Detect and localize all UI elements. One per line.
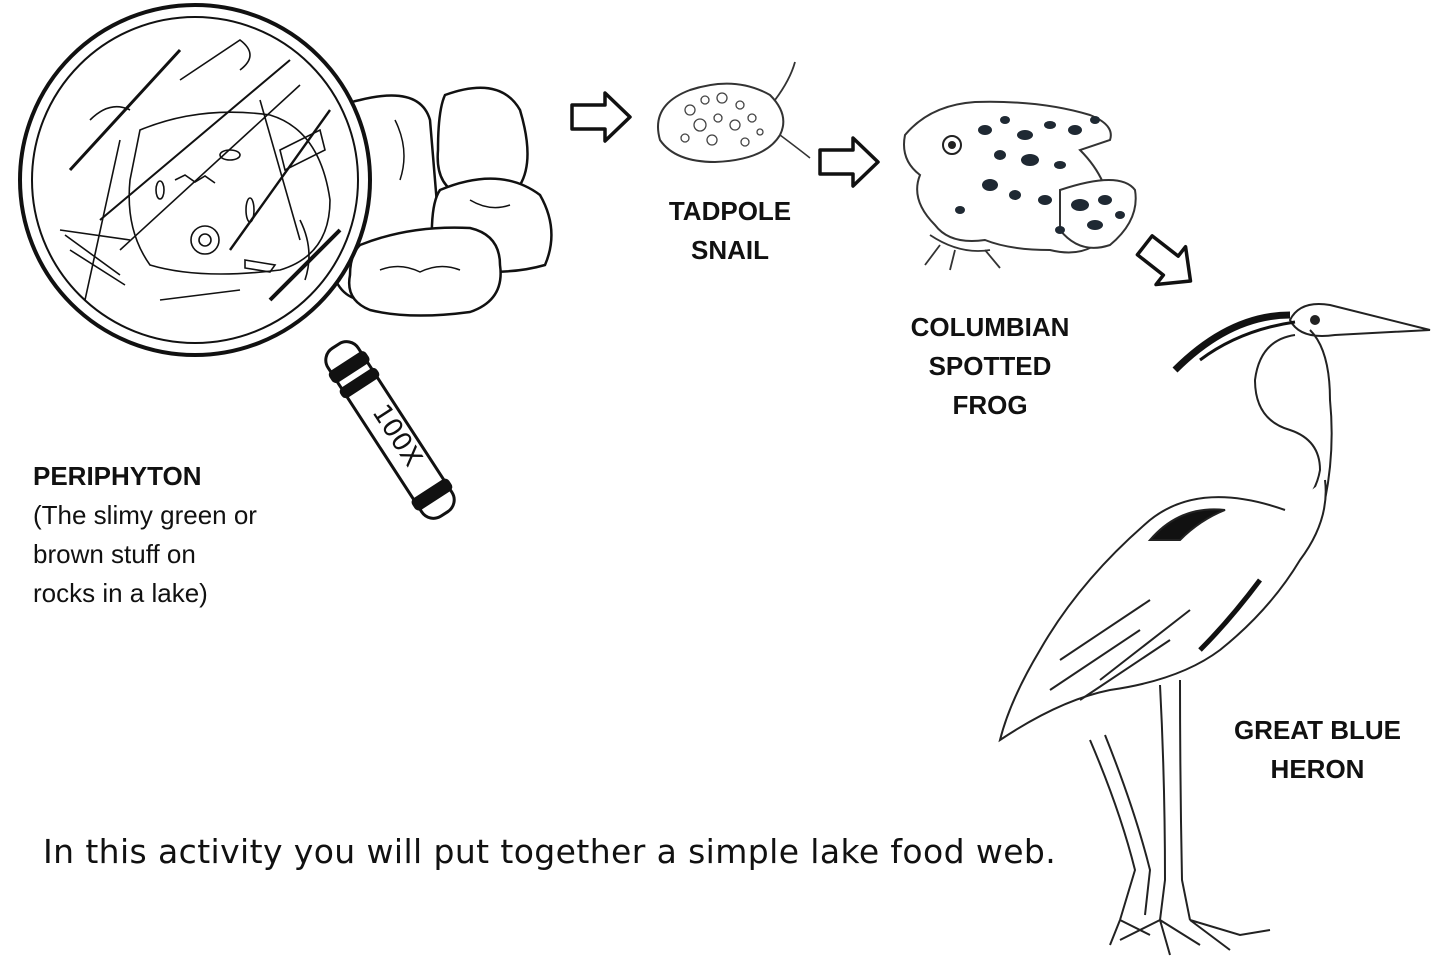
periphyton-description-line: (The slimy green or — [33, 496, 257, 535]
activity-intro-text: In this activity you will put together a… — [43, 832, 1056, 871]
arrow-frog-to-heron — [1130, 226, 1205, 300]
periphyton-description-line: rocks in a lake) — [33, 574, 257, 613]
arrow-periphyton-to-snail — [572, 93, 630, 141]
heron-name-line: GREAT BLUE — [1225, 711, 1410, 750]
tadpole-snail-label: TADPOLE SNAIL — [640, 192, 820, 270]
spotted-frog-illustration — [904, 102, 1136, 270]
snail-name-line: TADPOLE — [640, 192, 820, 231]
heron-name-line: HERON — [1225, 750, 1410, 789]
arrow-snail-to-frog — [820, 138, 878, 186]
frog-name-line: FROG — [890, 386, 1090, 425]
frog-name-line: COLUMBIAN — [890, 308, 1090, 347]
periphyton-description-line: brown stuff on — [33, 535, 257, 574]
snail-name-line: SNAIL — [640, 231, 820, 270]
frog-name-line: SPOTTED — [890, 347, 1090, 386]
spotted-frog-label: COLUMBIAN SPOTTED FROG — [890, 308, 1090, 425]
periphyton-description: (The slimy green or brown stuff on rocks… — [33, 496, 257, 613]
tadpole-snail-illustration — [658, 62, 810, 162]
periphyton-name: PERIPHYTON — [33, 457, 202, 496]
periphyton-label: PERIPHYTON — [33, 457, 202, 496]
great-blue-heron-label: GREAT BLUE HERON — [1225, 711, 1410, 789]
